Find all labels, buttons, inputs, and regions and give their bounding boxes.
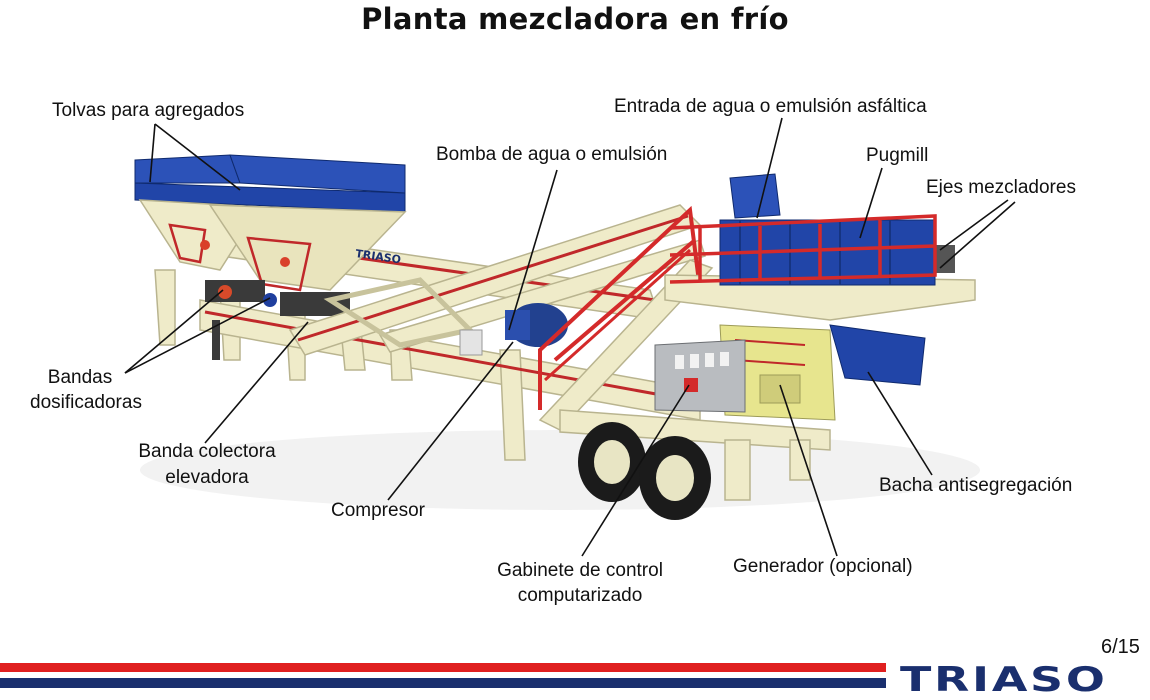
triaso-logo: TRIASO [900, 663, 1145, 697]
red-trim-line [204, 310, 701, 404]
ground-shadow [140, 430, 980, 510]
label-entrada: Entrada de agua o emulsión asfáltica [614, 96, 927, 117]
label-generador: Generador (opcional) [733, 556, 913, 577]
anti-segregation-hopper [829, 324, 926, 386]
label-ejes: Ejes mezcladores [926, 177, 1076, 198]
label-tolvas: Tolvas para agregados [52, 100, 245, 121]
platform-stairs [538, 205, 714, 431]
label-gabinete-line1: Gabinete de control [497, 560, 663, 581]
aggregate-hoppers [134, 154, 407, 292]
control-cabinet [654, 339, 746, 413]
machine-badge: TRIASO [355, 247, 402, 266]
blue-stripe [0, 678, 886, 688]
logo-text: TRIASO [900, 660, 1108, 700]
label-banda-colectora-line1: Banda colectora [138, 441, 276, 462]
label-bandas-line1: Bandas [47, 367, 113, 388]
label-gabinete-line2: computarizado [517, 585, 643, 606]
page-title: Planta mezcladora en frío [361, 2, 789, 36]
red-stripe [0, 663, 886, 672]
page-number: 6/15 [1101, 636, 1140, 658]
label-pugmill: Pugmill [866, 145, 929, 166]
label-bacha: Bacha antisegregación [879, 475, 1073, 496]
label-compresor: Compresor [331, 500, 425, 521]
pugmill-platform [664, 173, 976, 321]
label-bomba: Bomba de agua o emulsión [436, 144, 668, 165]
leader-lines [124, 117, 1016, 557]
label-bandas-line2: dosificadoras [30, 392, 142, 413]
trailer-wheels [578, 422, 711, 520]
trailer-chassis [559, 409, 831, 501]
generator-unit [719, 324, 836, 421]
white-stripe [0, 672, 886, 678]
label-banda-colectora-line2: elevadora [165, 467, 249, 488]
